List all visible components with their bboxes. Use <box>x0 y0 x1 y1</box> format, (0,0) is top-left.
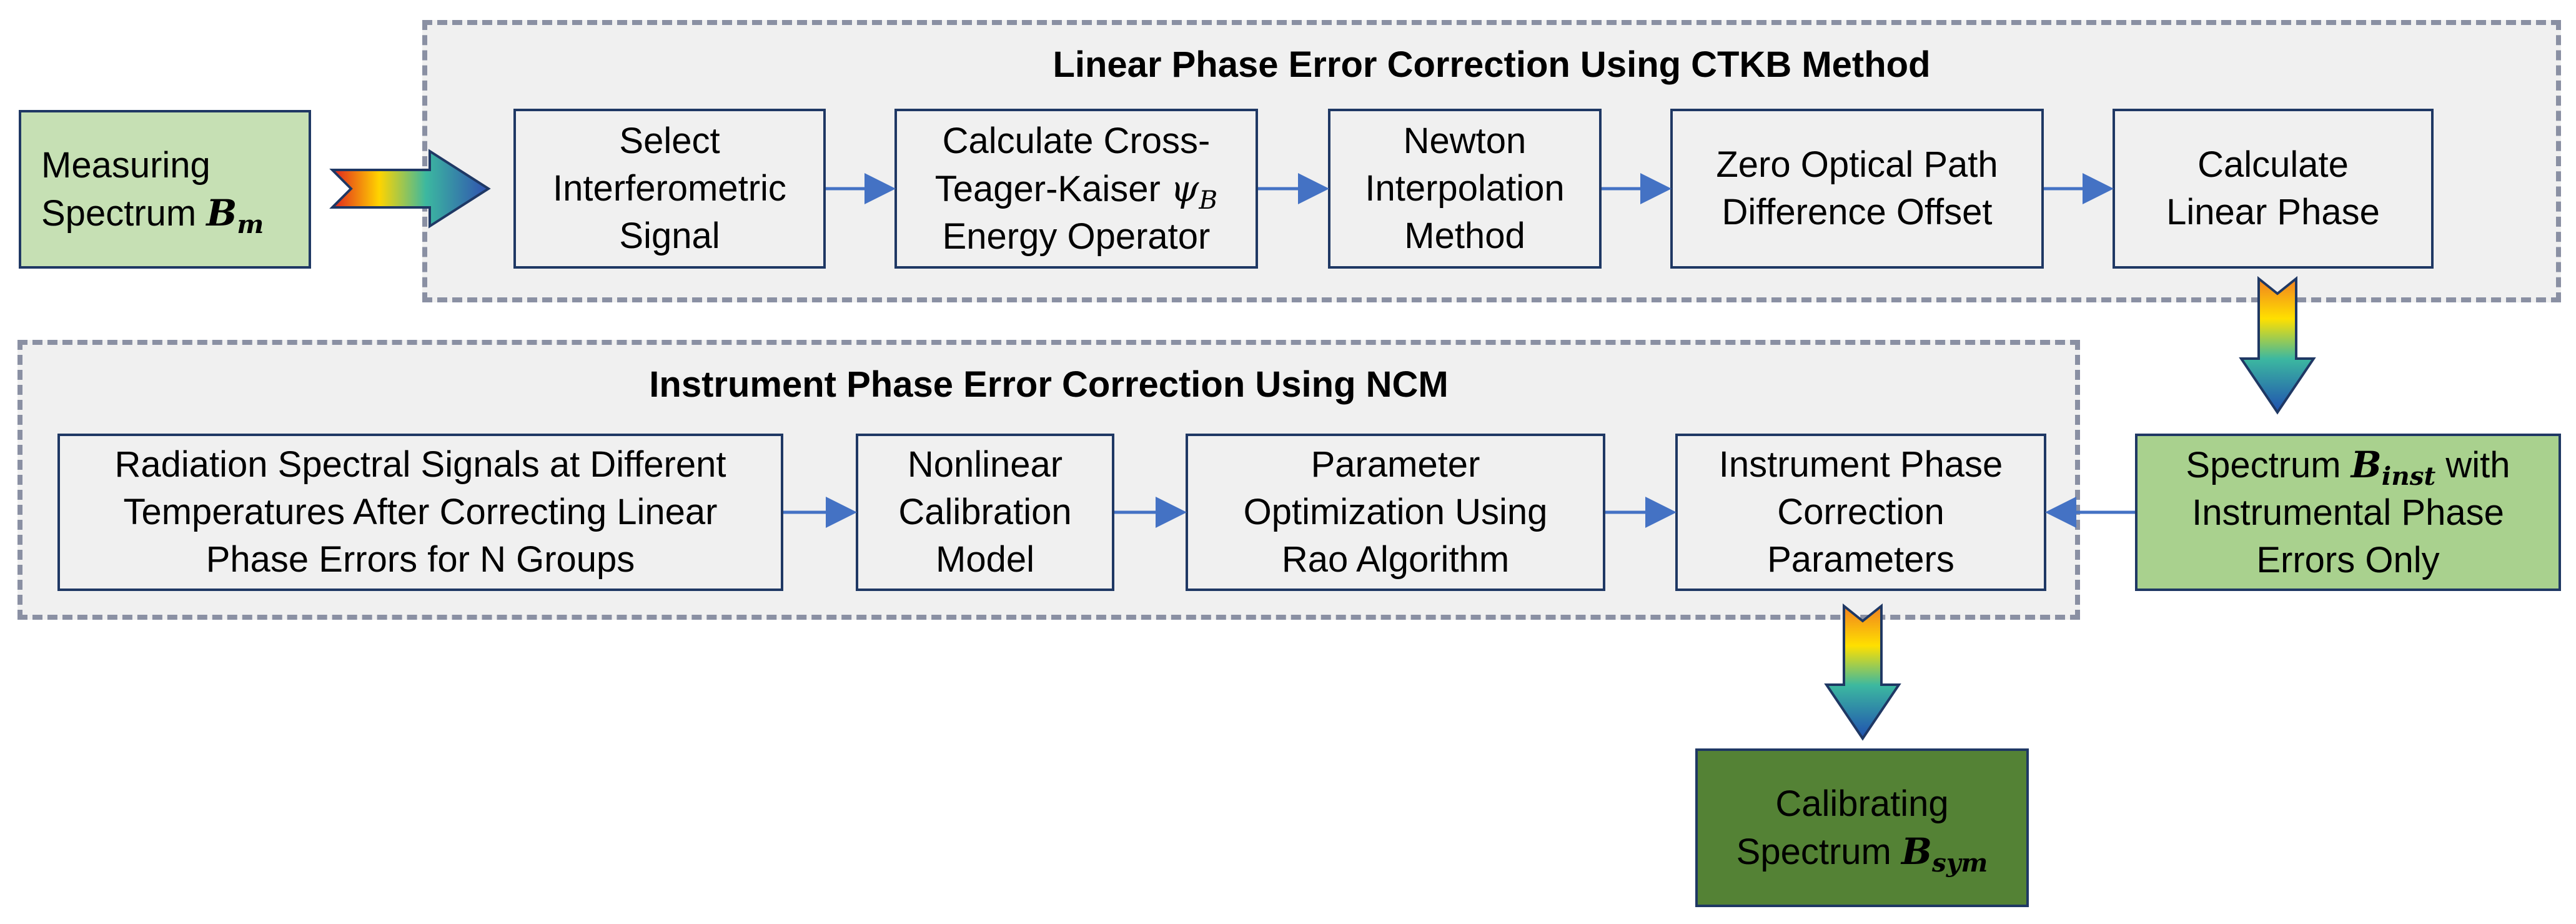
nonlinear-calibration-model-box: Nonlinear Calibration Model <box>856 434 1114 591</box>
measuring-spectrum-box: Measuring Spectrum Bm <box>19 110 311 269</box>
newton-interpolation-box: Newton Interpolation Method <box>1328 109 1602 269</box>
instrument-phase-parameters-box: Instrument Phase Correction Parameters <box>1675 434 2046 591</box>
gradient-arrow-to-instrumental-spectrum <box>2239 276 2316 415</box>
gradient-arrow-to-calibrating-spectrum <box>1824 603 1901 741</box>
zero-opd-offset-box: Zero Optical Path Difference Offset <box>1670 109 2044 269</box>
select-interferometric-signal-box: Select Interferometric Signal <box>513 109 826 269</box>
instrumental-spectrum-box: Spectrum Binst with Instrumental Phase E… <box>2135 434 2561 591</box>
radiation-spectral-signals-box: Radiation Spectral Signals at Different … <box>57 434 783 591</box>
calibrating-spectrum-box: Calibrating Spectrum Bsym <box>1695 748 2029 907</box>
panel-title-instrument: Instrument Phase Error Correction Using … <box>649 364 1449 405</box>
cross-teager-kaiser-box: Calculate Cross- Teager-Kaiser ψB Energy… <box>894 109 1258 269</box>
gradient-arrow-into-ctkb <box>329 149 491 229</box>
rao-algorithm-box: Parameter Optimization Using Rao Algorit… <box>1186 434 1605 591</box>
calculate-linear-phase-box: Calculate Linear Phase <box>2113 109 2434 269</box>
panel-title-linear: Linear Phase Error Correction Using CTKB… <box>1053 44 1931 85</box>
